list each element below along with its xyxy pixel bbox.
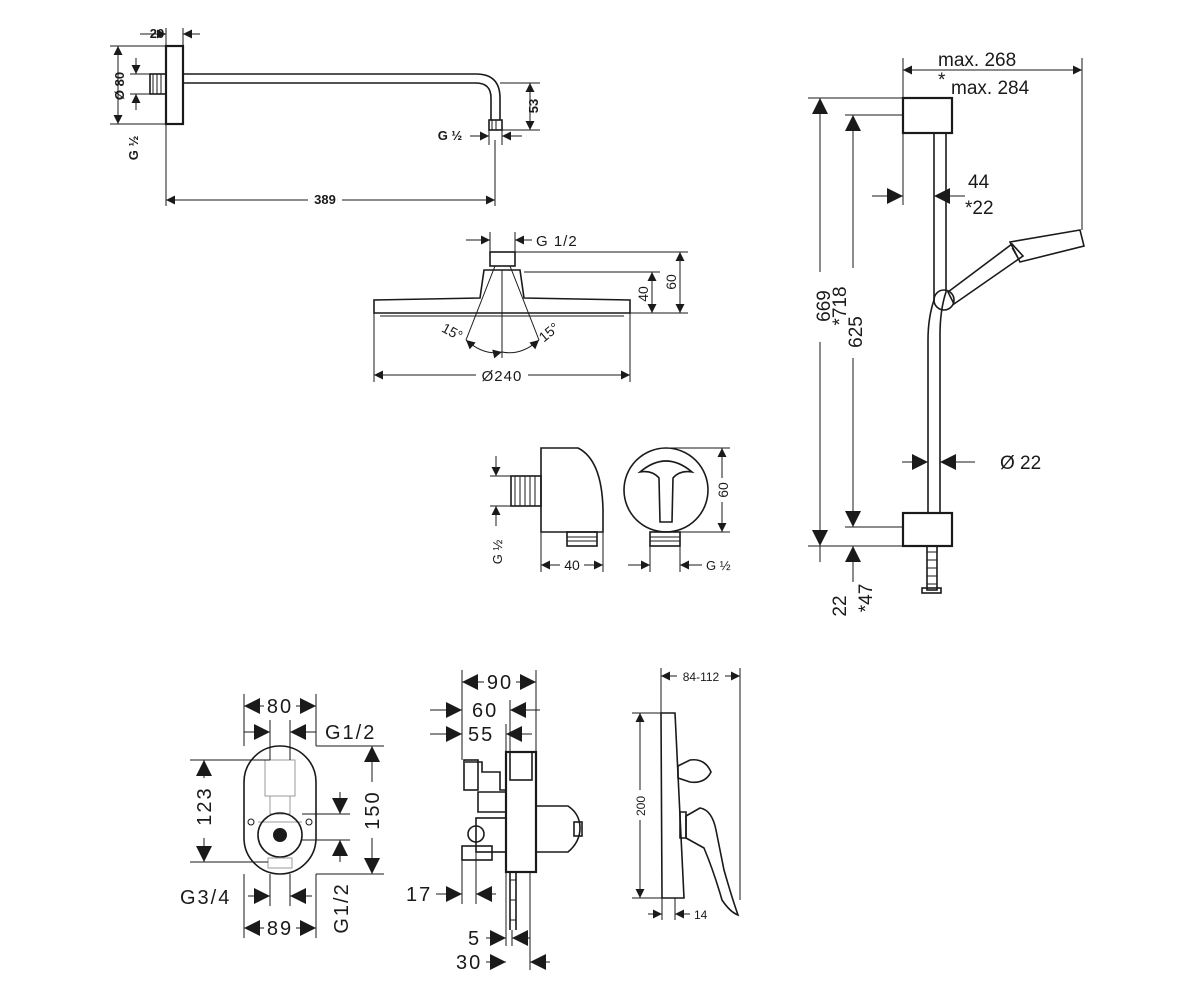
- dim-side-offset-17: 17: [406, 884, 432, 906]
- dim-rail-bracket-depth-alt: *22: [965, 198, 994, 219]
- dim-side-offset-30: 30: [456, 952, 482, 974]
- mixer-side-cartridge: [536, 805, 581, 853]
- dim-trim-projection: 84-112: [683, 670, 720, 684]
- inlet-thread: [149, 73, 167, 95]
- mixer-side-plate: [504, 750, 538, 874]
- mixer-side-body: [465, 761, 507, 813]
- dim-side-depth-55: 55: [468, 724, 494, 746]
- rail-pole: [927, 133, 947, 515]
- dim-box-bottom-thread: G3/4: [180, 887, 231, 909]
- dim-shower-inner-height: 40: [635, 286, 651, 302]
- dim-rail-max-width: max. 268: [938, 50, 1016, 71]
- shower-connector: [489, 251, 516, 267]
- dim-rail-bottom-offset-alt: *47: [856, 584, 877, 613]
- shower-arm-drawing: 20 Ø 80 G ½ 53 G ½ 389: [110, 26, 541, 207]
- dim-flange-width: 20: [150, 26, 164, 41]
- trim-diverter-knob: [677, 758, 712, 784]
- dim-rail-total-length: 669: [814, 290, 835, 322]
- dim-rail-bottom-offset: 22: [830, 595, 851, 616]
- dim-side-depth-90: 90: [487, 672, 513, 694]
- dim-arm-drop: 53: [526, 99, 541, 113]
- rail-top-bracket: [901, 96, 954, 135]
- dim-angle-left: 15°: [439, 320, 465, 344]
- dim-rail-max-width-alt: max. 284: [951, 78, 1030, 99]
- wall-outlet-side: [540, 447, 604, 533]
- dim-flange-diameter: Ø 80: [112, 72, 127, 100]
- dim-rail-max-width-alt-mark: *: [938, 70, 946, 91]
- trim-plate: [660, 712, 685, 899]
- dim-box-total-height: 150: [362, 790, 384, 829]
- dim-outlet-depth: 40: [564, 557, 580, 573]
- rail-bottom-bracket: [901, 511, 954, 548]
- dim-trim-plate-height: 200: [634, 796, 648, 816]
- mixer-box-body: [243, 745, 317, 875]
- arm-pipe: [183, 73, 501, 120]
- dim-box-upper-height: 123: [194, 786, 216, 825]
- shower-rail-drawing: max. 268 * max. 284 44 *22 669 *718 625 …: [808, 50, 1085, 617]
- dim-outlet-diameter: 60: [715, 482, 731, 498]
- dim-shower-total-height: 60: [663, 274, 679, 290]
- dim-arm-length: 389: [314, 192, 336, 207]
- dim-rail-total-length-alt: *718: [830, 286, 851, 325]
- mixer-trim-drawing: 84-112 200 14: [632, 668, 741, 922]
- dim-box-side-thread: G1/2: [331, 882, 353, 933]
- wall-outlet-drawing: G ½ 40 60 G ½: [490, 447, 731, 573]
- mixer-side-drawing: 90 60 55 17 5 30: [406, 670, 583, 974]
- hand-shower-handle: [946, 242, 1025, 306]
- dim-box-top-thread: G1/2: [325, 722, 376, 744]
- wall-flange: [164, 44, 185, 126]
- dim-angle-right: 15°: [536, 319, 563, 345]
- dim-rail-diameter: Ø 22: [1000, 453, 1041, 474]
- dim-box-top-width: 80: [267, 696, 293, 718]
- mixer-box-drawing: 80 G1/2 123 150 G1/2 G3/4 89: [180, 694, 384, 940]
- rail-slider: [933, 289, 955, 311]
- outlet-thread-side: [510, 475, 542, 507]
- dim-trim-plate-depth: 14: [694, 908, 708, 922]
- mixer-box-valve: [257, 812, 303, 858]
- overhead-shower-drawing: 15° 15° G 1/2 40 60 Ø240: [373, 232, 688, 385]
- trim-lever-handle: [685, 807, 740, 917]
- dim-side-offset-5: 5: [468, 928, 481, 950]
- dim-outlet-thread: G ½: [438, 128, 463, 143]
- dim-inlet-thread: G ½: [126, 136, 141, 161]
- dim-outlet-thread-side: G ½: [490, 540, 505, 565]
- dim-rail-bracket-depth: 44: [968, 172, 990, 193]
- dim-rail-bracket-distance: 625: [846, 316, 867, 348]
- dim-box-bottom-width: 89: [267, 918, 293, 940]
- dim-shower-connection: G 1/2: [536, 233, 578, 250]
- dim-side-depth-60: 60: [472, 700, 498, 722]
- dim-shower-diameter: Ø240: [482, 368, 523, 385]
- wall-outlet-logo: [637, 460, 695, 523]
- dim-outlet-thread-bottom: G ½: [706, 558, 731, 573]
